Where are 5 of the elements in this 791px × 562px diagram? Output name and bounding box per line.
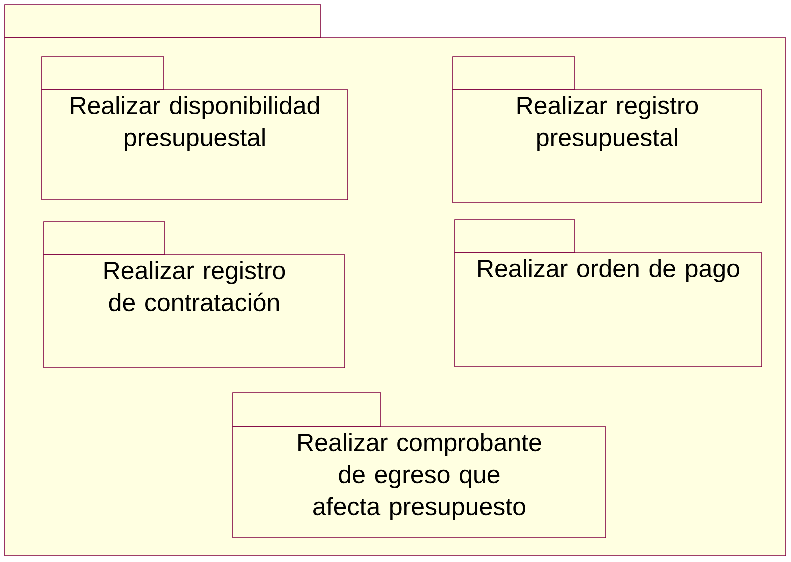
package-box: Realizar comprobante de egreso que afecta presupuesto — [232, 392, 606, 538]
package-box: Realizar disponibilidad presupuestal — [42, 56, 348, 200]
package-box: Realizar registro presupuestal — [452, 56, 762, 204]
package-box: Realizar orden de pago — [454, 220, 762, 368]
package-box: Realizar registro de contratación — [44, 222, 346, 368]
